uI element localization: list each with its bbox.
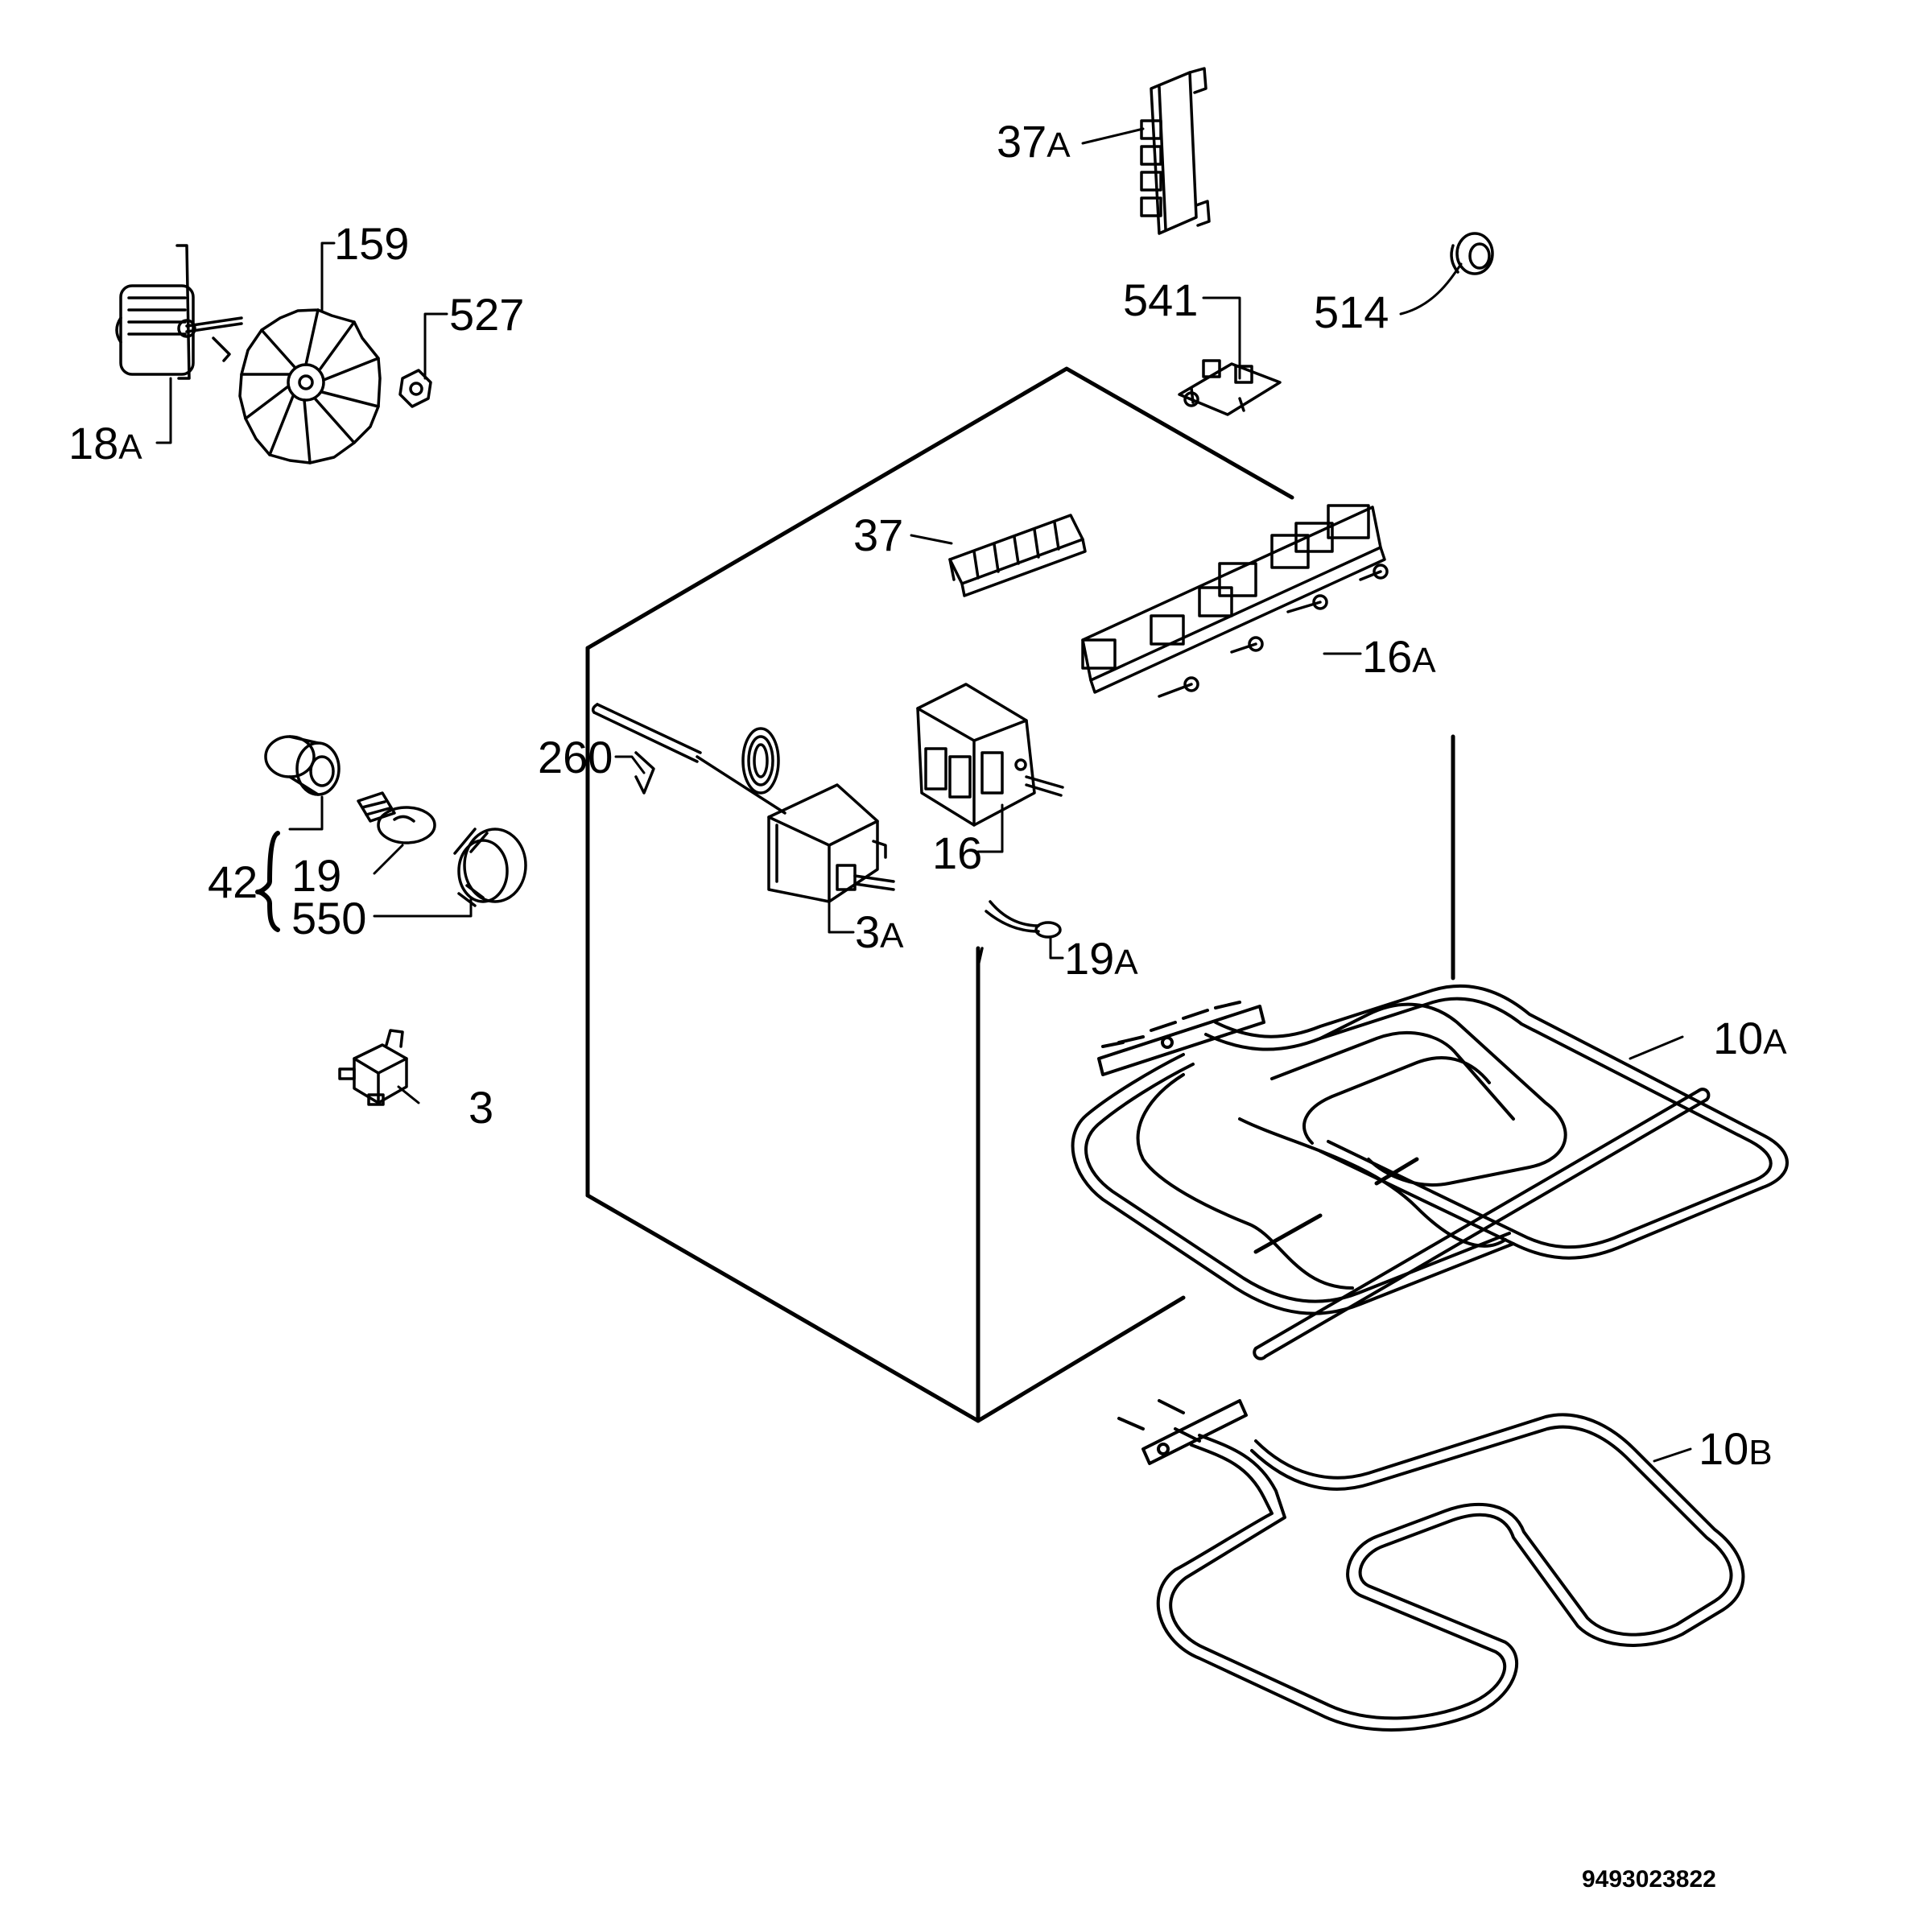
label-16A-suffix: A	[1412, 641, 1436, 680]
label-3A-suffix: A	[880, 916, 904, 956]
label-260: 260	[538, 735, 613, 780]
label-19: 19	[291, 853, 341, 898]
label-37-num: 37	[853, 510, 904, 560]
switch-16	[916, 683, 1064, 827]
label-10A-suffix: A	[1763, 1022, 1787, 1062]
label-18A: 18A	[68, 421, 142, 466]
label-3A: 3A	[855, 910, 904, 955]
label-42-num: 42	[208, 857, 258, 907]
label-42: 42	[208, 860, 258, 905]
label-18A-suffix: A	[118, 427, 142, 467]
label-10B-num: 10	[1699, 1423, 1749, 1474]
label-19-num: 19	[291, 850, 342, 901]
document-code: 9493023822	[1582, 1866, 1716, 1893]
grill-element-10a	[1071, 984, 1789, 1360]
label-19A-suffix: A	[1114, 943, 1138, 982]
label-16: 16	[932, 831, 982, 876]
lamp-holder-42	[264, 735, 341, 796]
label-514-num: 514	[1314, 287, 1389, 337]
label-541: 541	[1123, 278, 1198, 323]
terminal-block-37a	[1140, 67, 1211, 235]
lamp-bulb-19	[357, 791, 436, 844]
label-37A-suffix: A	[1046, 126, 1071, 165]
label-16A: 16A	[1362, 634, 1436, 679]
lamp-cover-550	[453, 828, 527, 907]
label-37A-num: 37	[997, 116, 1047, 167]
label-16A-num: 16	[1362, 631, 1413, 682]
switch-assembly-16a	[1081, 504, 1389, 698]
label-10B-suffix: B	[1748, 1433, 1773, 1472]
label-541-num: 541	[1123, 275, 1199, 325]
nut-527	[398, 369, 432, 408]
oven-cabinet-outline	[585, 366, 1455, 1423]
label-37: 37	[853, 513, 903, 558]
fan-motor-18a	[115, 244, 243, 380]
label-18A-num: 18	[68, 418, 119, 469]
probe-and-clip-260	[591, 703, 786, 815]
thermostat-3a	[767, 783, 895, 903]
thermostat-3	[338, 1029, 408, 1106]
label-37A: 37A	[997, 119, 1071, 164]
label-16-num: 16	[932, 828, 983, 878]
label-10A-num: 10	[1713, 1013, 1764, 1063]
label-3A-num: 3	[855, 906, 881, 957]
fan-impeller-159	[238, 308, 382, 464]
label-527-num: 527	[449, 289, 525, 340]
label-3: 3	[469, 1085, 493, 1130]
sensor-19a	[976, 900, 1062, 968]
label-3-num: 3	[469, 1082, 494, 1133]
label-159-num: 159	[334, 218, 410, 269]
label-514: 514	[1314, 290, 1389, 335]
label-19A: 19A	[1064, 936, 1138, 981]
bracket-42	[255, 831, 280, 932]
label-550-num: 550	[291, 893, 367, 943]
label-10A: 10A	[1713, 1016, 1787, 1061]
terminal-strip-37	[948, 514, 1087, 597]
base-element-10b	[1117, 1399, 1745, 1732]
connector-541	[1178, 359, 1282, 416]
label-527: 527	[449, 292, 524, 337]
leader-lines	[155, 127, 1692, 1463]
label-10B: 10B	[1699, 1426, 1773, 1472]
label-159: 159	[334, 221, 409, 266]
label-260-num: 260	[538, 732, 613, 782]
label-550: 550	[291, 896, 366, 941]
label-19A-num: 19	[1064, 933, 1115, 984]
